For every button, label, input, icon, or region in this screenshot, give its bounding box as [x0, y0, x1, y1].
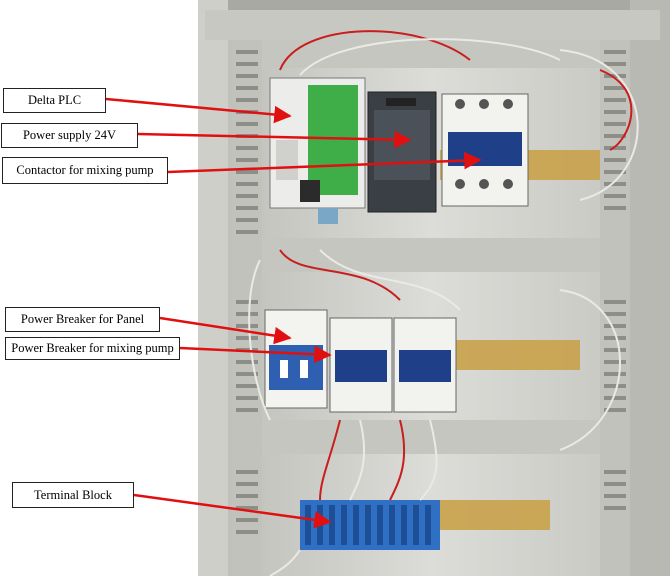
- arrow-delta-plc: [105, 97, 292, 124]
- power-supply-unit: [367, 91, 437, 213]
- label-contactor-mixing-pump: Contactor for mixing pump: [2, 157, 168, 184]
- arrow-contactor: [167, 151, 482, 174]
- label-power-supply: Power supply 24V: [1, 123, 138, 148]
- arrow-power-supply: [137, 130, 412, 149]
- arrow-terminal-block: [133, 493, 332, 529]
- terminal-block: [300, 500, 440, 550]
- contactors-lower: [329, 317, 457, 413]
- contactor-top: [441, 93, 529, 207]
- arrow-breaker-panel: [159, 316, 292, 345]
- label-delta-plc: Delta PLC: [3, 88, 106, 113]
- arrow-breaker-mixing-pump: [179, 345, 332, 364]
- label-terminal-block: Terminal Block: [12, 482, 134, 508]
- cabinet: [198, 0, 670, 576]
- label-power-breaker-panel: Power Breaker for Panel: [5, 307, 160, 332]
- breakers: [264, 309, 328, 409]
- label-power-breaker-mixing-pump: Power Breaker for mixing pump: [5, 337, 180, 360]
- plc-module: [269, 77, 366, 224]
- wiring: [248, 30, 639, 576]
- annotation-arrows: [105, 97, 482, 529]
